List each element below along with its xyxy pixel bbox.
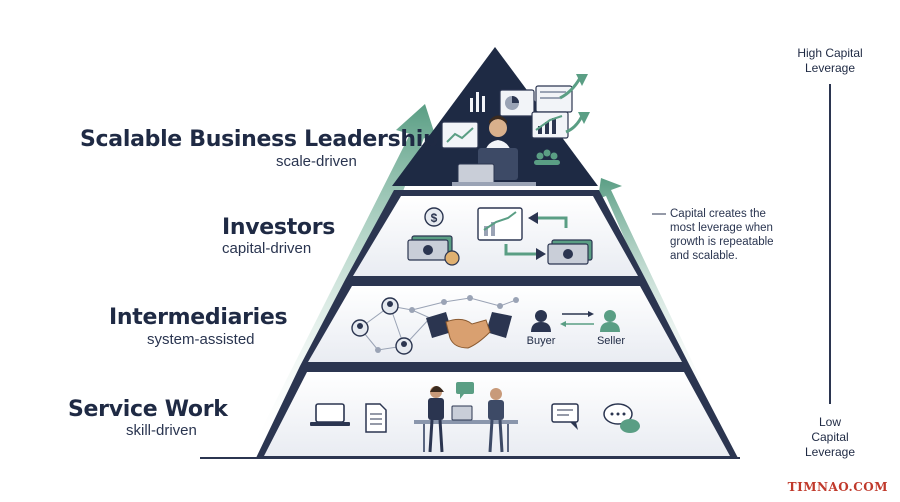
team-icon <box>534 149 560 165</box>
tier-title-service-work: Service Work <box>68 397 228 422</box>
trade-arrows-icon <box>560 311 594 327</box>
tier-subtitle-leadership: scale-driven <box>276 153 357 170</box>
leader-person-icon <box>452 115 536 186</box>
growth-chart-icon <box>477 207 523 241</box>
scale-top-label: High Capital Leverage <box>797 46 863 75</box>
chat-bubble-icon <box>551 403 579 430</box>
tier-subtitle-investors: capital-driven <box>222 240 312 257</box>
growth-chart-icon <box>441 121 479 149</box>
tier-subtitle-service-work: skill-driven <box>126 422 197 439</box>
meeting-scene-icon <box>414 386 518 453</box>
tier-subtitle-intermediaries: system-assisted <box>147 331 255 348</box>
watermark: TIMNAO.COM <box>787 480 888 494</box>
buyer-person-icon: Buyer <box>527 310 556 347</box>
seller-label: Seller <box>597 335 625 347</box>
money-icon <box>547 239 593 265</box>
right-growth-arrow <box>598 178 716 412</box>
tier-title-leadership: Scalable Business Leadership <box>80 127 439 152</box>
seller-person-icon: Seller <box>597 310 625 347</box>
buyer-label: Buyer <box>527 335 556 347</box>
left-growth-arrow <box>250 104 438 452</box>
laptop-icon <box>310 403 350 426</box>
trend-up-icon <box>531 111 569 139</box>
exchange-arrows-icon <box>504 212 568 260</box>
speech-bubble-icon <box>603 403 640 433</box>
tier-title-investors: Investors <box>222 215 336 240</box>
money-icon: $ <box>407 207 460 266</box>
dollar-sign: $ <box>431 211 438 225</box>
bar-chart-icon <box>470 92 485 112</box>
leverage-note: Capital creates the most leverage when g… <box>670 208 774 262</box>
pie-chart-icon <box>499 89 535 117</box>
chat-bubble-icon <box>456 382 474 399</box>
handshake-icon <box>426 312 512 349</box>
document-icon <box>365 403 387 433</box>
dashboard-chart-icon <box>535 85 573 113</box>
network-icon <box>351 295 519 355</box>
arrow-up-right-icon <box>559 74 590 134</box>
tier-title-intermediaries: Intermediaries <box>109 305 288 330</box>
scale-bottom-label: Low Capital Leverage <box>804 415 856 459</box>
